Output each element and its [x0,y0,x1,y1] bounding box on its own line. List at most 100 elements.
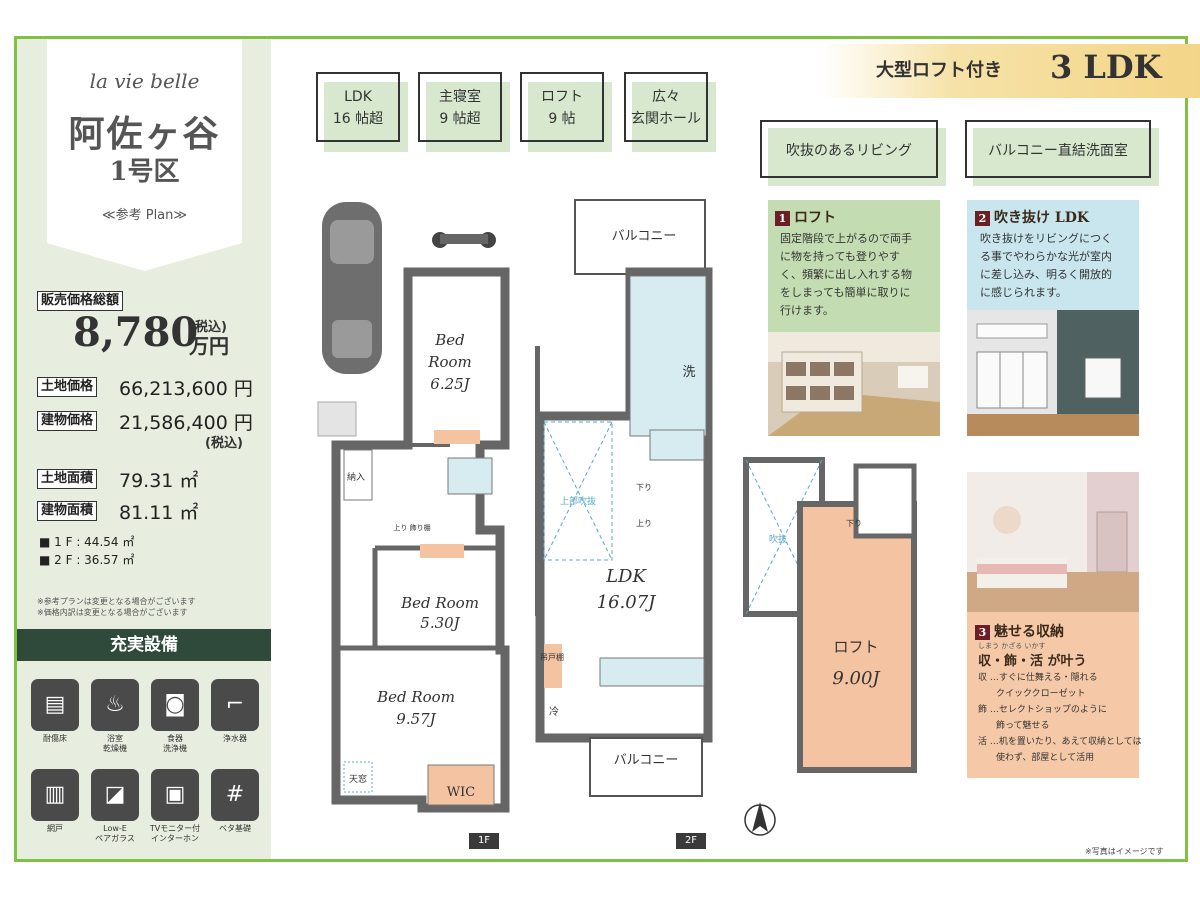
building-price-value: 21,586,400 円 [119,412,253,434]
wic-label: WIC [447,785,475,800]
floor1-area: ■ 1 F : 44.54 ㎡ [39,535,135,549]
total-price-label: 販売価格総額 [37,291,124,311]
stairs-shelf-label: 上り 飾り棚 [393,523,430,532]
stairs-down-label: 下り [636,483,652,492]
number-badge: 1 [775,211,790,226]
faucet-icon: ⌐ [211,679,259,731]
card-storage-subtitle: 収・飾・活 が叶う [978,654,1087,669]
bed2-size: 5.30J [420,614,460,632]
area-sub: 1号区 [109,157,180,187]
land-area-value: 79.31 ㎡ [119,470,199,492]
area-name: 阿佐ヶ谷 [68,113,221,155]
equipment-title: 充実設備 [17,629,271,661]
equipment-label: TVモニター付 インターホン [149,824,201,843]
equipment-foundation: # ベタ基礎 [209,769,261,834]
note-1: ※参考プランは変更となる場合がございます [37,597,196,606]
loft-photo-image [768,332,940,436]
equipment-label: 浴室 乾燥機 [103,734,127,753]
parking-car [322,202,382,374]
building-price-label: 建物価格 [37,411,98,431]
fridge-label: 冷 [549,705,559,718]
flooring-icon: ▤ [31,679,79,731]
equipment-label: 網戸 [47,824,63,833]
balcony-top-label: バルコニー [612,229,677,244]
equipment-flooring: ▤ 耐傷床 [29,679,81,744]
bed3-name: Bed Room [376,688,455,706]
bed3-size: 9.57J [396,710,436,728]
card-void [967,200,1139,310]
card-loft-body: 固定階段で上がるので両手に物を持っても登りやすく、頻繁に出し入れする物をしまって… [780,232,912,317]
note-2: ※価格内訳は変更となる場合がございます [37,608,188,617]
page-frame [14,36,1188,862]
equipment-dryer: ♨ 浴室 乾燥機 [89,679,141,754]
storage-photo-image [967,472,1139,612]
floor2-area: ■ 2 F : 36.57 ㎡ [39,553,135,567]
card-storage-ruby: しまう かざる いかす [978,642,1046,650]
left-panel: la vie belle 阿佐ヶ谷 1号区 ≪参考 Plan≫ 販売価格総額 8… [17,39,271,859]
floor-2f-tag: 2F [676,833,706,849]
land-price-value: 66,213,600 円 [119,378,253,400]
storage-label: 納入 [347,471,365,483]
footnote: ※写真はイメージです [1085,847,1164,856]
card-storage-body: 収 …すぐに仕舞える・隠れる クイッククローゼット飾 …セレクトショップのように… [978,673,1142,763]
reference-plan-label: ≪参考 Plan≫ [101,208,187,223]
feature-text: 広々玄関ホール [631,89,701,127]
loft-label: ロフト [833,638,878,656]
number-badge: 2 [975,211,990,226]
equipment-intercom: ▣ TVモニター付 インターホン [149,769,201,844]
equipment-label: ベタ基礎 [219,824,251,833]
card-storage [967,612,1139,778]
north-arrow-icon [744,802,776,836]
building-area-value: 81.11 ㎡ [119,502,199,524]
bed2-name: Bed Room [400,594,479,612]
total-price-value: 8,780 [73,309,199,356]
storage-photo [967,472,1139,612]
building-price-tax: (税込) [205,436,243,451]
equipment-window: ◪ Low-E ペアガラス [89,769,141,844]
building-area-label: 建物面積 [37,501,98,521]
total-price-unit: 万円 [189,334,229,358]
equipment-screen-door: ▥ 網戸 [29,769,81,834]
window-icon: ◪ [91,769,139,821]
cabinet-label: 吊戸棚 [540,652,564,662]
card-void-body: 吹き抜けをリビングにつくる事でやわらかな光が室内に差し込み、明るく開放的に感じら… [980,232,1112,299]
feature-text: 吹抜のあるリビング [786,143,912,159]
land-price-label: 土地価格 [37,377,98,397]
dryer-icon: ♨ [91,679,139,731]
title-card: la vie belle 阿佐ヶ谷 1号区 ≪参考 Plan≫ [47,39,242,271]
equipment-label: 浄水器 [223,734,247,743]
equipment-label: 食器 洗浄機 [163,734,187,753]
headline-big: 3 LDK [1050,48,1162,86]
headline-ribbon [820,44,1200,98]
bed1-size: 6.25J [430,375,470,393]
screen-door-icon: ▥ [31,769,79,821]
feature-entrance-hall: 広々玄関ホール [624,72,716,152]
brand-name: la vie belle [89,69,200,93]
dishwasher-icon: ◙ [151,679,199,731]
stairs-up-label: 上り [636,519,652,528]
laundry-label: 洗 [682,365,695,380]
void-ldk-photo [967,310,1139,436]
foundation-icon: # [211,769,259,821]
loft-void-label: 吹抜 [769,533,787,545]
balcony-bottom-label: バルコニー [614,753,679,768]
plan-loft [743,457,917,773]
land-area-label: 土地面積 [37,469,98,489]
headline-small: 大型ロフト付き [876,60,1002,81]
void-label: 上部吹抜 [560,495,596,507]
equipment-dishwasher: ◙ 食器 洗浄機 [149,679,201,754]
void-ldk-photo-image [967,310,1139,436]
loft-size: 9.00J [832,668,881,689]
plan-1f [317,267,510,813]
skylight-label: 天窓 [349,773,367,785]
feature-text: バルコニー直結洗面室 [988,143,1128,159]
